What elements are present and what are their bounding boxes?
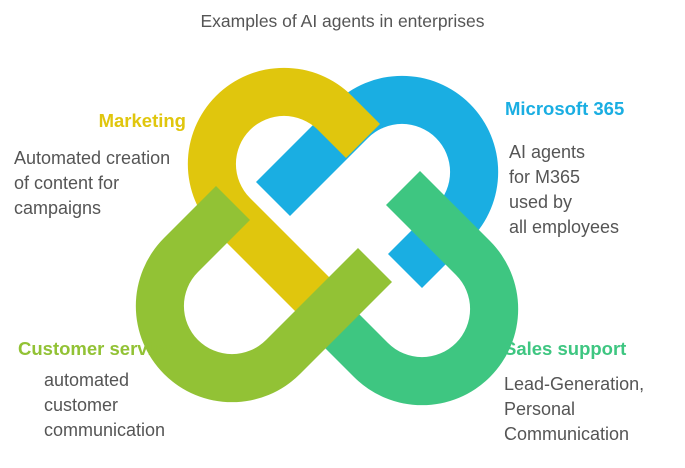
customer-service-description: automated customer communication xyxy=(44,370,166,440)
customer-service-heading: Customer service xyxy=(18,338,174,359)
diagram-title: Examples of AI agents in enterprises xyxy=(200,11,485,31)
marketing-heading: Marketing xyxy=(98,110,186,131)
marketing-description: Automated creation of content for campai… xyxy=(14,148,171,218)
sales-support-heading: Sales support xyxy=(504,338,627,359)
marketing-loop xyxy=(187,67,380,316)
customer-service-loop xyxy=(135,186,392,403)
microsoft365-description: AI agents for M365 used by all employees xyxy=(509,142,620,237)
microsoft365-heading: Microsoft 365 xyxy=(505,98,625,119)
sales-support-loop xyxy=(310,171,519,406)
sales-support-description: Lead-Generation, Personal Communication xyxy=(504,374,645,444)
